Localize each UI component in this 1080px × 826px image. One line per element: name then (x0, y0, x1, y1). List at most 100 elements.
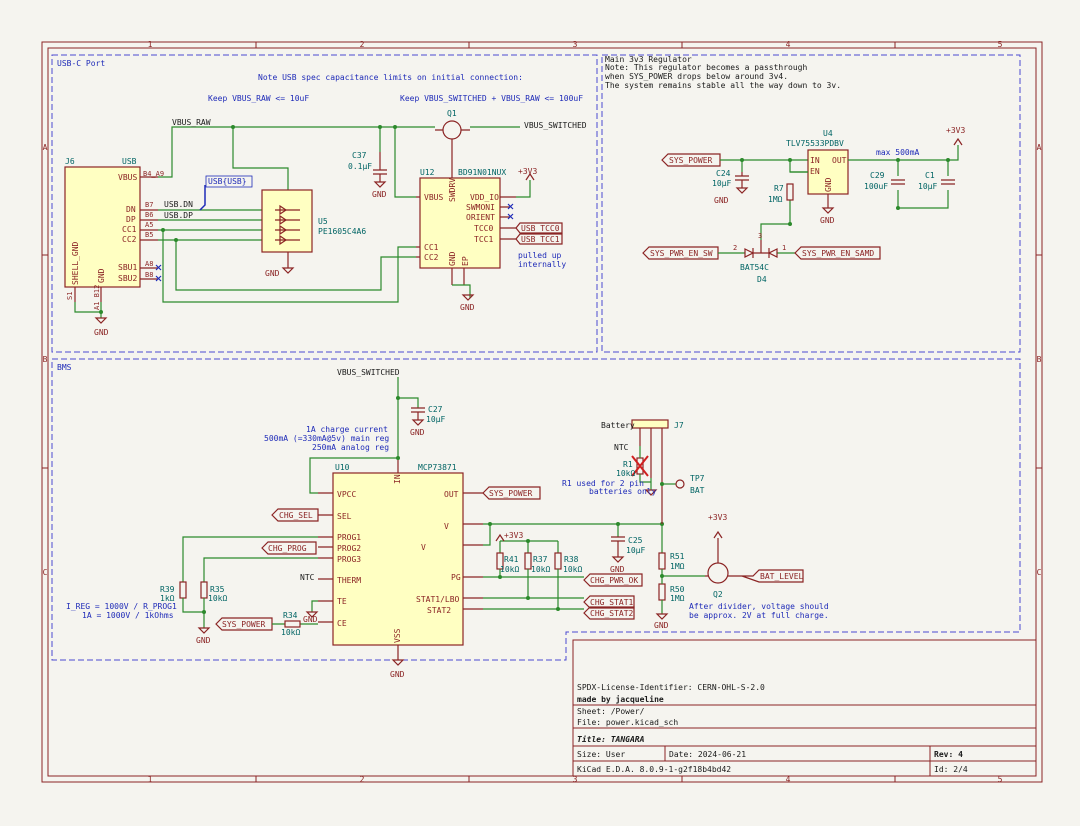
u10-pin-stat2: STAT2 (427, 606, 451, 615)
net-usb-dp: USB.DP (164, 211, 193, 220)
wire (483, 569, 584, 610)
u10-pin-prog2: PROG2 (337, 544, 361, 553)
r35-ref: R35 (210, 585, 225, 594)
r39-value: 1kΩ (160, 594, 175, 603)
c24-value: 10µF (712, 179, 731, 188)
c1-ref: C1 (925, 171, 935, 180)
svg-text:SYS_PWR_EN_SAMD: SYS_PWR_EN_SAMD (802, 249, 874, 258)
junction (616, 522, 620, 526)
junction (488, 522, 492, 526)
u4-pin-out: OUT (832, 156, 847, 165)
q2-ref: Q2 (713, 590, 723, 599)
label-sys-power-reg: SYS_POWER (661, 153, 721, 167)
u12-pin-cc1: CC1 (424, 243, 439, 252)
u10-pin-vss: VSS (393, 628, 402, 643)
junction (161, 228, 165, 232)
u12-pin-swdrv: SWDRV (448, 178, 457, 202)
wire (760, 171, 808, 240)
junction (896, 206, 900, 210)
svg-text:SYS_POWER: SYS_POWER (669, 156, 713, 165)
c24-ref: C24 (716, 169, 731, 178)
svg-text:GND: GND (390, 670, 405, 679)
pin-number: B4_A9 (143, 170, 164, 178)
d4-ref: D4 (757, 275, 767, 284)
svg-text:GND: GND (372, 190, 387, 199)
r51-resistor (658, 552, 666, 570)
gnd-symbol: GND (654, 613, 669, 630)
svg-text:CHG_STAT2: CHG_STAT2 (590, 609, 634, 618)
column-markers: 1 2 3 4 5 1 2 3 4 5 (148, 40, 1003, 784)
gnd-symbol (644, 489, 658, 496)
u4-pin-in: IN (810, 156, 820, 165)
net-vbus-switched-bms: VBUS_SWITCHED (337, 368, 400, 377)
u10-pin-pg: PG (451, 573, 461, 582)
wire (848, 145, 959, 209)
col-number: 5 (998, 40, 1003, 49)
r7-value: 1MΩ (768, 195, 783, 204)
gnd-symbol: GND (94, 317, 109, 337)
gnd-symbol: GND (460, 294, 475, 312)
tb-title: Title: TANGARA (577, 734, 645, 744)
junction (202, 610, 206, 614)
junction (378, 125, 382, 129)
j6-pin-cc2: CC2 (122, 235, 137, 244)
tp7-test-point (675, 479, 685, 489)
gnd-label: GND (94, 328, 109, 337)
u12-pin-orient: ORIENT (466, 213, 495, 222)
svg-text:CHG_PWR_OK: CHG_PWR_OK (590, 576, 638, 585)
wire (516, 180, 531, 198)
u10-pin-in: IN (393, 474, 402, 484)
u10-pin-vpcc: VPCC (337, 490, 356, 499)
pin-number: B7 (145, 201, 153, 209)
wire (379, 127, 416, 198)
r38-value: 10kΩ (563, 565, 582, 574)
wire (483, 523, 663, 553)
note-max-500: max 500mA (876, 148, 920, 157)
j6-pin-shell: SHELL_GND (71, 241, 80, 285)
u12-pin-tcc1: TCC1 (474, 235, 493, 244)
note-ireg-2: 1A = 1000V / 1kOhms (82, 611, 174, 620)
c25-value: 10µF (626, 546, 645, 555)
label-chg-stat1: CHG_STAT1 (583, 595, 635, 609)
tp7-value: BAT (690, 486, 705, 495)
gnd-symbol: GND (372, 181, 387, 199)
svg-text:GND: GND (714, 196, 729, 205)
c1-value: 10µF (918, 182, 937, 191)
p3v3-label: +3V3 (946, 126, 965, 135)
q1-ref: Q1 (447, 109, 457, 118)
r39-resistor (179, 581, 187, 599)
label-chg-prog: CHG_PROG (261, 541, 317, 555)
u5-internal (275, 209, 300, 268)
r50-resistor (658, 583, 666, 601)
usbc-section-frame (51, 54, 598, 353)
col-number: 2 (360, 775, 365, 784)
c29-ref: C29 (870, 171, 885, 180)
row-markers: A B C A B C (42, 143, 1042, 577)
d4-dual-diode (744, 240, 778, 258)
r1-ref: R1 (623, 460, 633, 469)
r51-value: 1MΩ (670, 562, 685, 571)
gnd-symbol: GND (820, 207, 835, 225)
j7-pins (639, 428, 663, 524)
net-usb-bus: USB{USB} (208, 177, 247, 186)
wire (162, 230, 416, 303)
pin-number: B5 (145, 231, 153, 239)
col-number: 4 (786, 40, 791, 49)
c37-ref: C37 (352, 151, 367, 160)
junction (526, 539, 530, 543)
junction (660, 574, 664, 578)
u10-charger-ic (332, 472, 464, 646)
u4-value: TLV75533PDBV (786, 139, 844, 148)
junction (788, 158, 792, 162)
tb-tool: KiCad E.D.A. 8.0.9-1-g2f18b4bd42 (577, 765, 731, 774)
wire (452, 284, 471, 298)
pin-number: A8 (145, 260, 153, 268)
label-usb-tcc0: USB_TCC0 (515, 222, 563, 234)
c24-capacitor (735, 172, 749, 188)
wire (311, 600, 318, 612)
row-letter: B (1037, 355, 1042, 364)
row-letter: C (1037, 568, 1042, 577)
gnd-symbol: GND (303, 611, 319, 624)
r37-ref: R37 (533, 555, 548, 564)
j7-value: Battery (601, 421, 635, 430)
